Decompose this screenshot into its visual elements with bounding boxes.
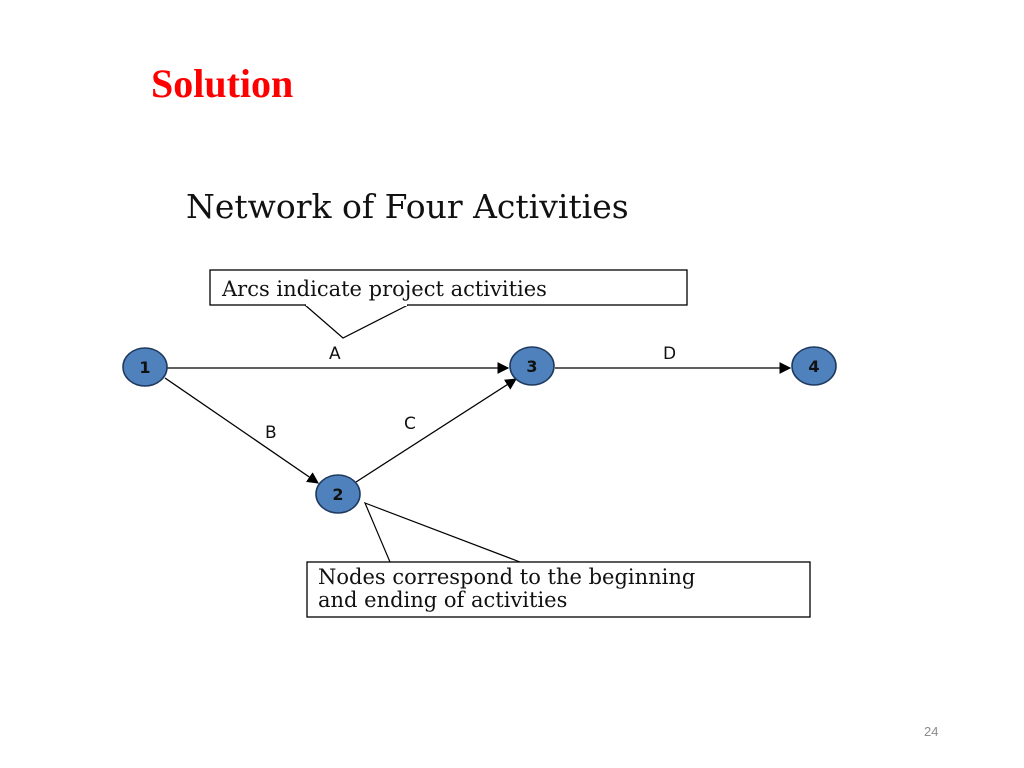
arc-b-label: B: [265, 423, 277, 443]
node-4: 4: [791, 346, 837, 386]
arc-a-label: A: [329, 344, 341, 364]
nodes-callout-pointer: [363, 501, 521, 563]
node-2-circle: [315, 474, 361, 514]
arcs-callout-pointer: [304, 304, 409, 339]
node-1: 1: [122, 347, 168, 387]
arcs-callout-box: [209, 269, 688, 306]
page-number: 24: [924, 724, 939, 739]
arc-b-line: [164, 377, 319, 484]
arcs-callout-text: Arcs indicate project activities: [221, 277, 547, 301]
node-2-label: 2: [332, 485, 343, 504]
slide-title: Solution: [151, 61, 294, 106]
arc-c-line: [355, 378, 517, 483]
node-1-label: 1: [139, 358, 150, 377]
arc-d-label: D: [663, 344, 676, 364]
node-4-label: 4: [808, 357, 819, 376]
node-3: 3: [509, 346, 555, 386]
nodes-callout-line1: Nodes correspond to the beginning: [318, 565, 695, 589]
nodes-callout-box: [306, 561, 811, 618]
node-1-circle: [122, 347, 168, 387]
nodes-callout: Nodes correspond to the beginning and en…: [306, 501, 811, 618]
arcs-callout: Arcs indicate project activities: [209, 269, 688, 339]
nodes-callout-line2: and ending of activities: [318, 588, 567, 612]
node-2: 2: [315, 474, 361, 514]
node-3-circle: [509, 346, 555, 386]
node-3-label: 3: [526, 357, 537, 376]
node-4-circle: [791, 346, 837, 386]
diagram-heading: Network of Four Activities: [186, 187, 629, 226]
arc-c-label: C: [404, 414, 416, 434]
